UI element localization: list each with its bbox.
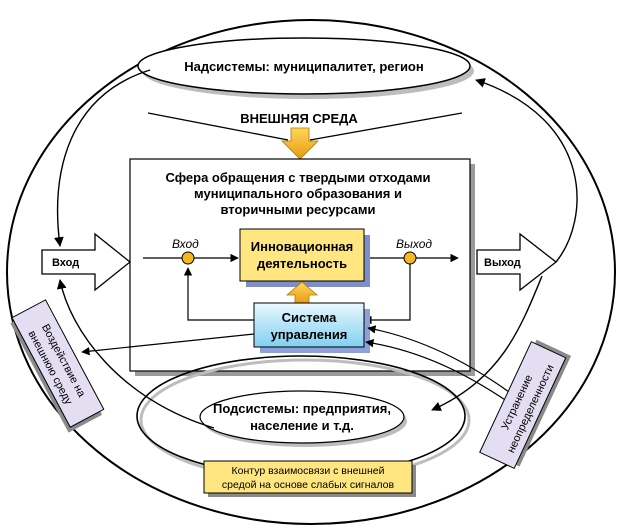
funnel-line-right — [309, 112, 463, 141]
influence-line — [81, 333, 255, 356]
impact-note-box — [11, 299, 105, 428]
innovation-line-1: Инновационная — [251, 239, 353, 254]
supersystem-to-input-curve — [53, 69, 151, 247]
inner-output-label: Выход — [396, 237, 432, 251]
funnel-line-left — [147, 112, 289, 141]
control-box — [253, 302, 365, 348]
contour-line-2: средой на основе слабых сигналов — [222, 479, 395, 491]
external-environment-label: ВНЕШНЯЯ СРЕДА — [240, 111, 358, 126]
supersystems-ellipse — [137, 37, 471, 95]
sphere-title-line-1: Сфера обращения с твердыми отходами — [165, 170, 430, 185]
feedback-left-line — [183, 267, 254, 321]
input-node — [181, 251, 195, 265]
innovation-box — [239, 228, 365, 282]
uncertainty-note-box — [479, 341, 567, 470]
sphere-title-line-3: вторичными ресурсами — [220, 202, 375, 217]
input-label: Вход — [52, 257, 79, 269]
outer-system-ellipse — [6, 19, 616, 525]
sphere-title-line-2: муниципального образования и — [194, 186, 402, 201]
control-line-2: управления — [271, 327, 348, 342]
contour-line-1: Контур взаимосвязи с внешней — [232, 465, 385, 477]
contour-box — [203, 460, 413, 494]
innovation-line-2: деятельность — [257, 256, 347, 271]
uncertainty-line-upper — [367, 325, 521, 401]
output-to-supersystem-curve — [475, 78, 578, 263]
uncertainty-note: Устранение неопределенности — [479, 339, 572, 470]
subsystems-line-1: Подсистемы: предприятия, — [213, 401, 391, 416]
external-down-arrow — [281, 127, 319, 160]
impact-note: Воздействие на внешнюю среду — [10, 299, 105, 433]
output-to-subsystems-curve — [431, 275, 543, 411]
control-line-1: Система — [282, 310, 337, 325]
output-label: Выход — [484, 257, 521, 269]
output-node — [403, 251, 417, 265]
subsystems-to-input-curve — [56, 279, 215, 429]
feedback-right-line — [363, 262, 411, 325]
subsystems-inner-ellipse — [199, 390, 405, 444]
output-fat-arrow — [476, 232, 558, 292]
inner-input-label: Вход — [172, 237, 199, 251]
subsystems-line-2: население и т.д. — [250, 418, 354, 433]
input-fat-arrow — [41, 232, 132, 292]
supersystems-label: Надсистемы: муниципалитет, регион — [184, 59, 423, 74]
